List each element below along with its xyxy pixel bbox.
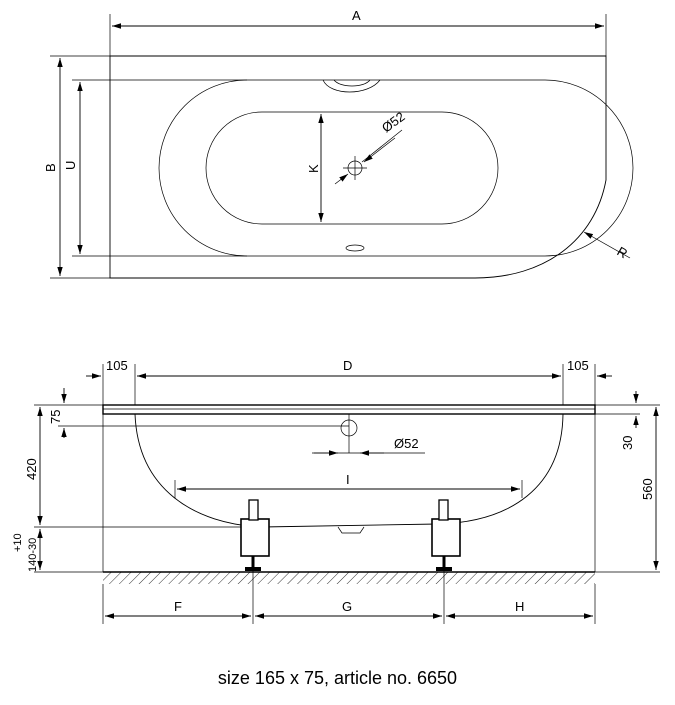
side-drain-label: Ø52	[394, 436, 419, 451]
overflow-outlet	[322, 79, 381, 93]
tub-body	[134, 413, 564, 528]
right-foot	[431, 499, 461, 571]
tub-inner-rim	[158, 79, 634, 257]
dim-label-u: U	[63, 161, 78, 170]
tub-rim	[102, 404, 596, 415]
dim-label-420: 420	[24, 458, 39, 480]
dim-label-30: 30	[620, 436, 635, 450]
tub-outline	[109, 55, 607, 279]
dim-label-i: I	[346, 472, 350, 487]
left-foot	[240, 499, 270, 571]
tub-basin	[205, 111, 499, 225]
dim-label-r: R	[615, 244, 631, 262]
dim-label-f: F	[174, 599, 182, 614]
dim-label-75: 75	[48, 410, 63, 424]
dim-label-140-30: 140-30	[27, 538, 39, 572]
dim-label-plus10: +10	[12, 533, 24, 552]
dim-label-a: A	[352, 8, 361, 23]
dim-label-g: G	[342, 599, 352, 614]
dim-label-d: D	[343, 358, 352, 373]
dim-label-right-105: 105	[567, 358, 589, 373]
caption: size 165 x 75, article no. 6650	[217, 668, 458, 688]
rim-outlet	[345, 244, 365, 252]
dim-label-h: H	[515, 599, 524, 614]
top-view: Ø52 A B U K R	[43, 8, 634, 279]
dim-label-b: B	[43, 163, 58, 172]
dim-label-left-105: 105	[106, 358, 128, 373]
side-view: Ø52 105 D 105 75 420 +10 140-30 30	[12, 358, 660, 624]
top-drain-label: Ø52	[379, 109, 408, 136]
floor-hatch	[103, 571, 595, 584]
dim-label-560: 560	[640, 478, 655, 500]
dim-label-k: K	[306, 164, 321, 173]
